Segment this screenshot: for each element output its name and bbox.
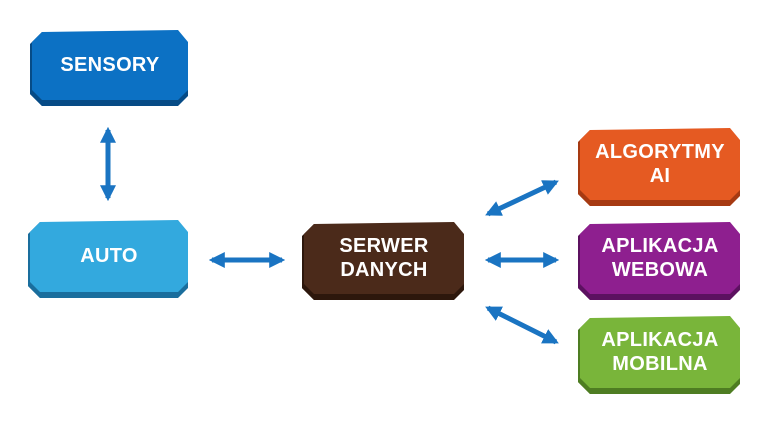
node-webowa-shape (578, 222, 740, 300)
node-mobilna-shape (578, 316, 740, 394)
node-sensory-shape (30, 30, 188, 106)
node-auto-shape (28, 220, 188, 298)
node-auto-top (30, 220, 188, 292)
node-mobilna-top (580, 316, 740, 388)
arrow-serwer-algorytmy (485, 179, 559, 217)
node-algorytmy-top (580, 128, 740, 200)
node-serwer-shape (302, 222, 464, 300)
node-serwer-top (304, 222, 464, 294)
node-algorytmy-shape (578, 128, 740, 206)
arrow-serwer-mobilna (485, 305, 559, 345)
node-webowa-top (580, 222, 740, 294)
node-sensory-top (32, 30, 188, 100)
